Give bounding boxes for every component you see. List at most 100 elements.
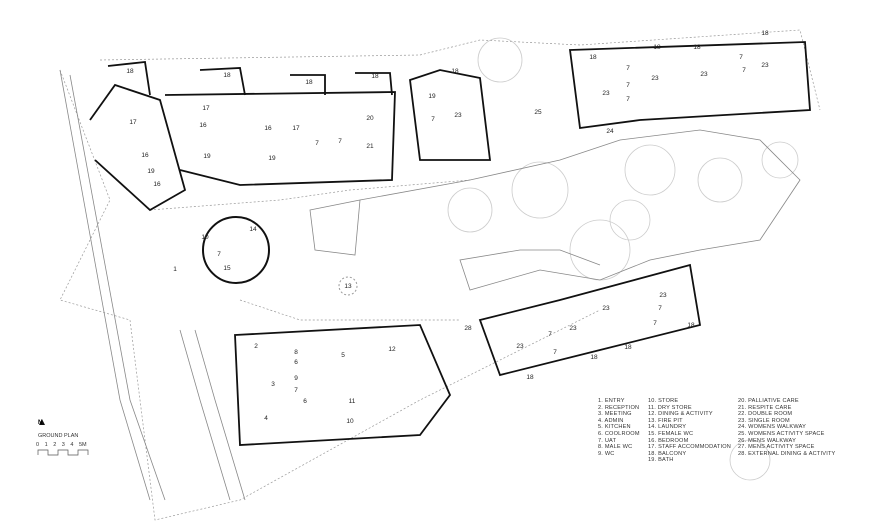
legend-item: 23. SINGLE ROOM [738,417,790,424]
room-label: 21 [366,143,374,150]
room-label: 23 [516,343,524,350]
room-label: 13 [344,283,352,290]
room-label: 9 [294,375,298,382]
room-label: 7 [626,65,630,72]
scale-tick: 4 [70,442,74,448]
legend-item: 16. BEDROOM [648,437,689,444]
room-label: 23 [659,292,667,299]
laundry-pod [202,216,270,284]
legend-item: 20. PALLIATIVE CARE [738,398,799,404]
room-label: 18 [653,44,661,51]
room-label: 10 [346,418,354,425]
room-label: 2 [254,343,258,350]
room-label: 14 [249,226,257,233]
room-label: 16 [141,152,149,159]
legend-item: 2. RECEPTION [598,404,640,411]
room-label: 18 [590,354,598,361]
room-label: 7 [742,67,746,74]
room-label: 10 [201,234,209,241]
legend-item: 1. ENTRY [598,398,625,404]
room-label: 6 [303,398,307,405]
room-label: 7 [553,349,557,356]
room-label: 24 [606,128,614,135]
room-label: 7 [217,251,221,258]
legend-item: 21. RESPITE CARE [738,404,792,411]
room-label: 1 [173,266,177,273]
room-label: 23 [602,90,610,97]
scale-tick: 1 [44,442,48,448]
fire-pit [338,276,358,296]
room-label: 6 [294,359,298,366]
room-label: 7 [294,387,298,394]
room-label: 4 [264,415,268,422]
room-label: 23 [651,75,659,82]
north-arrow-icon [39,419,45,425]
room-label: 18 [761,30,769,37]
room-label: 17 [292,125,300,132]
legend-item: 26. MENS WALKWAY [738,437,797,444]
legend-item: 4. ADMIN [598,417,624,424]
room-label: 23 [454,112,462,119]
legend-item: 18. BALCONY [648,450,687,457]
legend-item: 19. BATH [648,457,674,464]
north-label: N [38,420,43,426]
legend-item: 17. STAFF ACCOMMODATION [648,444,732,451]
room-label: 5 [341,352,345,359]
room-label: 7 [315,140,319,147]
legend-item: 7. UAT [598,437,617,444]
room-label: 16 [199,122,207,129]
legend-item: 3. MEETING [598,411,632,418]
buildings [89,41,811,446]
room-label: 11 [349,398,356,405]
room-label: 18 [223,72,231,79]
site-boundary [59,29,821,521]
room-label: 18 [305,79,313,86]
legend-item: 22. DOUBLE ROOM [738,411,793,418]
room-label: 16 [153,181,161,188]
scale-tick: 0 [36,442,40,448]
room-label: 7 [338,138,342,145]
room-label: 12 [388,346,396,353]
room-label: 18 [693,44,701,51]
room-label: 17 [202,105,210,112]
legend-item: 12. DINING & ACTIVITY [648,411,713,418]
room-label: 23 [700,71,708,78]
room-label: 15 [223,265,231,272]
room-label: 19 [428,93,436,100]
legend-item: 28. EXTERNAL DINING & ACTIVITY [738,450,836,457]
legend-item: 15. FEMALE WC [648,430,694,437]
scale-bar [37,449,89,456]
legend-item: 13. FIRE PIT [648,417,683,424]
room-label: 7 [626,82,630,89]
room-label: 3 [271,381,275,388]
room-label: 18 [371,73,379,80]
room-label: 23 [569,325,577,332]
room-label: 19 [203,153,211,160]
scale-tick: 3 [61,442,65,448]
room-label: 25 [534,109,542,116]
room-label: 16 [264,125,272,132]
plan-title: GROUND PLAN [38,433,79,439]
legend-item: 5. KITCHEN [598,424,631,431]
room-label: 7 [548,331,552,338]
room-label: 7 [658,305,662,312]
room-label: 18 [624,344,632,351]
room-label: 18 [687,322,695,329]
room-label: 19 [147,168,155,175]
room-label: 28 [464,325,472,332]
legend-item: 8. MALE WC [598,444,633,451]
scale-tick: 2 [53,442,57,448]
room-label: 23 [761,62,769,69]
scale-tick: 5M [78,442,87,448]
room-label: 18 [126,68,134,75]
room-label: 23 [602,305,610,312]
legend-item: 14. LAUNDRY [648,424,687,431]
room-label: 7 [431,116,435,123]
room-label: 7 [653,320,657,327]
landscape [59,69,801,501]
legend-item: 9. WC [598,450,615,457]
room-label: 7 [739,54,743,61]
